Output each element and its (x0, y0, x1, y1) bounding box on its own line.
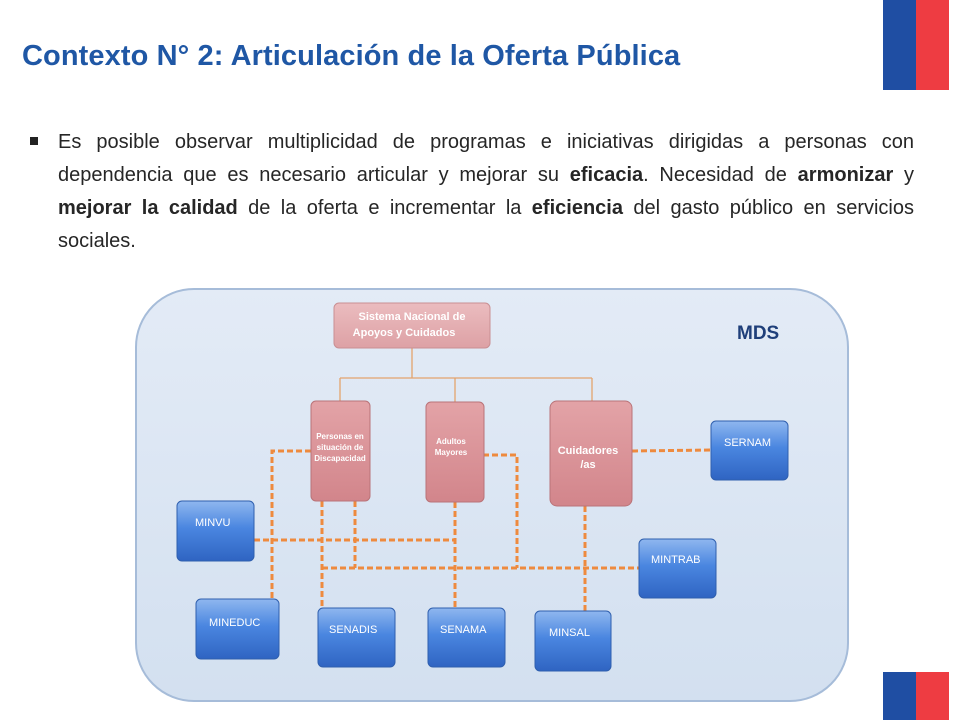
emphasis-mejorar-calidad: mejorar la calidad (58, 197, 238, 219)
emphasis-armonizar: armonizar (797, 164, 894, 186)
mineduc-box (195, 598, 280, 660)
flag-bottom-decoration (883, 672, 949, 720)
cuidadores-label-line2: /as (580, 459, 595, 471)
bullet-square-icon (30, 137, 38, 145)
mineduc-label: MINEDUC (209, 617, 260, 629)
personas-label-line2: situación de (317, 443, 364, 452)
flag-red-stripe (916, 0, 949, 90)
adultos-label-line2: Mayores (435, 448, 468, 457)
mintrab-box (638, 538, 717, 599)
flag-top-decoration (883, 0, 949, 90)
personas-label-line1: Personas en (316, 432, 364, 441)
paragraph-text: . Necesidad de (643, 164, 798, 186)
sernam-box (710, 420, 789, 481)
mintrab-label: MINTRAB (651, 554, 701, 566)
senama-box (427, 607, 506, 668)
personas-label-line3: Discapacidad (314, 454, 366, 463)
cuidadores-label-line1: Cuidadores (558, 445, 619, 457)
paragraph-text: Es posible observar multiplicidad de pro… (58, 131, 914, 186)
adultos-mayores-box (425, 401, 485, 503)
cuidadores-box (549, 400, 633, 507)
emphasis-eficacia: eficacia (569, 164, 644, 186)
sernam-label: SERNAM (724, 437, 771, 449)
paragraph-text: del gasto público en servicios sociales. (58, 197, 914, 252)
flag-blue-stripe (883, 672, 916, 720)
personas-discapacidad-box (310, 400, 371, 502)
mds-label: MDS (737, 323, 779, 344)
sistema-nacional-label-line2: Apoyos y Cuidados (353, 327, 456, 339)
paragraph-text: y (893, 164, 914, 186)
emphasis-eficiencia: eficiencia (531, 197, 623, 219)
sistema-nacional-box (333, 302, 491, 349)
bullet-paragraph: Es posible observar multiplicidad de pro… (58, 126, 914, 258)
flag-blue-stripe (883, 0, 916, 90)
hierarchy-connectors (339, 348, 593, 403)
paragraph-text: de la oferta e incrementar la (237, 197, 532, 219)
senadis-label: SENADIS (329, 624, 377, 636)
flag-red-stripe (916, 672, 949, 720)
adultos-label-line1: Adultos (436, 437, 466, 446)
minvu-label: MINVU (195, 517, 231, 529)
slide-title: Contexto N° 2: Articulación de la Oferta… (22, 40, 681, 72)
senadis-box (317, 607, 396, 668)
articulation-connectors (254, 448, 712, 617)
agency-boxes: SERNAM MINVU MINTRAB MINEDUC SENADIS SEN… (176, 420, 789, 672)
minvu-box (176, 500, 255, 562)
senama-label: SENAMA (440, 624, 487, 636)
minsal-box (534, 610, 612, 672)
sistema-nacional-label-line1: Sistema Nacional de (359, 311, 466, 323)
minsal-label: MINSAL (549, 627, 590, 639)
